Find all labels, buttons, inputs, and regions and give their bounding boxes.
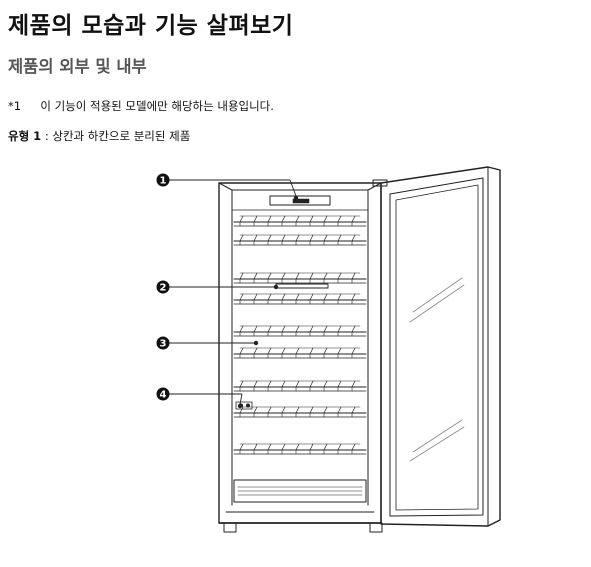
wine-shelf — [233, 272, 367, 284]
wine-shelf — [233, 325, 367, 337]
page-title: 제품의 모습과 기능 살펴보기 — [8, 13, 294, 39]
callout-number-1: 1 — [160, 176, 167, 187]
type-label: 유형 1 — [8, 129, 42, 143]
wine-shelf — [233, 443, 367, 455]
door-glass-panel — [389, 177, 484, 517]
control-panel — [269, 195, 331, 206]
type-separator: : — [41, 129, 53, 143]
wine-shelf — [233, 347, 367, 359]
wine-shelf — [233, 234, 367, 246]
wine-shelf — [233, 380, 367, 392]
section-subtitle: 제품의 외부 및 내부 — [8, 57, 147, 76]
bottom-drawer — [233, 479, 367, 503]
top-hinge — [372, 179, 388, 187]
left-foot — [223, 522, 237, 533]
sensor-unit — [235, 401, 253, 410]
type-description: 상칸과 하칸으로 분리된 제품 — [52, 129, 191, 143]
callout-marker-3: 3 — [156, 336, 170, 350]
wine-shelf — [233, 406, 367, 418]
footnote-text: 이 기능이 적용된 모델에만 해당하는 내용입니다. — [40, 99, 274, 113]
footnote: *1 이 기능이 적용된 모델에만 해당하는 내용입니다. — [8, 98, 274, 114]
callout-number-3: 3 — [160, 339, 167, 350]
shelves-group — [233, 215, 367, 455]
footnote-marker: *1 — [8, 99, 22, 113]
led-light-strip — [275, 283, 329, 289]
callout-marker-1: 1 — [156, 173, 170, 187]
callout-marker-2: 2 — [156, 280, 170, 294]
wine-shelf — [233, 293, 367, 305]
cabinet-body — [218, 182, 382, 524]
callout-marker-4: 4 — [156, 387, 170, 401]
callout-number-2: 2 — [160, 283, 167, 294]
callout-number-4: 4 — [160, 390, 167, 401]
glass-door — [380, 166, 501, 527]
right-foot — [369, 522, 383, 533]
type-caption: 유형 1 : 상칸과 하칸으로 분리된 제품 — [8, 128, 190, 144]
wine-shelf — [233, 215, 367, 227]
